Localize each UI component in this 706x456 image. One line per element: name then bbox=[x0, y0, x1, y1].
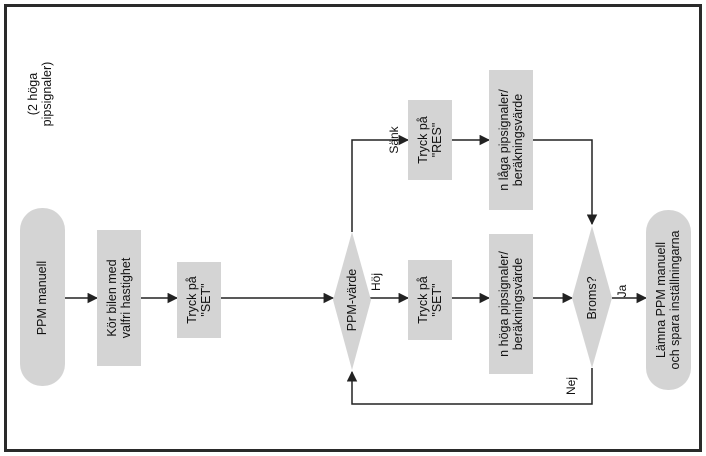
end-terminator bbox=[646, 210, 691, 390]
high-beeps-label: n höga pipsignaler/beräkningsvärde bbox=[497, 251, 525, 357]
low-beeps-label: n låga pipsignaler/beräkningsvärde bbox=[497, 89, 525, 191]
end-label-line: och spara inställningarna bbox=[668, 230, 682, 369]
brake-label-line: Broms? bbox=[585, 276, 599, 319]
low-label-line: beräkningsvärde bbox=[511, 94, 525, 186]
edge-label-sank: Sänk bbox=[387, 125, 401, 153]
high-label-line: n höga pipsignaler/ bbox=[497, 251, 511, 357]
high-label-line: beräkningsvärde bbox=[511, 258, 525, 350]
annotation-label-line: (2 höga bbox=[26, 73, 40, 115]
edge-low-to-brake bbox=[533, 139, 598, 226]
res-label-line: "RES" bbox=[430, 123, 444, 158]
set2-label: Tryck på"SET" bbox=[416, 276, 444, 324]
set2-label-line: "SET" bbox=[430, 283, 444, 316]
set2-label-line: Tryck på bbox=[416, 276, 430, 324]
edge-brake-loop-back bbox=[346, 368, 593, 405]
brake-decision-diamond bbox=[572, 226, 612, 368]
start-label-line: PPM manuell bbox=[35, 261, 49, 335]
res-label: Tryck på"RES" bbox=[416, 116, 444, 164]
start-label: PPM manuell bbox=[35, 261, 49, 335]
end-label-line: Lämna PPM manuell bbox=[654, 242, 668, 358]
end-label: Lämna PPM manuelloch spara inställningar… bbox=[654, 230, 682, 369]
drive-label-line: valfri hastighet bbox=[119, 257, 133, 338]
set1-label: Tryck på"SET" bbox=[185, 276, 213, 324]
res-process-box bbox=[408, 100, 452, 180]
edge-ppm-to-res bbox=[351, 134, 410, 232]
low-beeps-box bbox=[489, 70, 533, 210]
high-beeps-box bbox=[489, 234, 533, 374]
set1-label-line: "SET" bbox=[199, 283, 213, 316]
edge-label-nej: Nej bbox=[564, 377, 578, 395]
ppm-label: PPM-värde bbox=[345, 269, 359, 332]
start-terminator bbox=[20, 208, 65, 386]
edge-label-ja: Ja bbox=[615, 284, 629, 297]
set1-process-box bbox=[177, 262, 221, 338]
drive-process-box bbox=[97, 230, 141, 366]
ppm-label-line: PPM-värde bbox=[345, 269, 359, 332]
edge-label-hoj: Höj bbox=[369, 273, 383, 291]
drive-label-line: Kör bilen med bbox=[105, 259, 119, 336]
drive-label: Kör bilen medvalfri hastighet bbox=[105, 257, 133, 338]
beep-annotation: (2 högapipsignaler) bbox=[26, 62, 54, 127]
ppm-decision-diamond bbox=[333, 232, 371, 370]
brake-label: Broms? bbox=[585, 276, 599, 319]
annotation-label-line: pipsignaler) bbox=[40, 62, 54, 127]
res-label-line: Tryck på bbox=[416, 116, 430, 164]
set2-process-box bbox=[408, 260, 452, 340]
set1-label-line: Tryck på bbox=[185, 276, 199, 324]
low-label-line: n låga pipsignaler/ bbox=[497, 89, 511, 191]
